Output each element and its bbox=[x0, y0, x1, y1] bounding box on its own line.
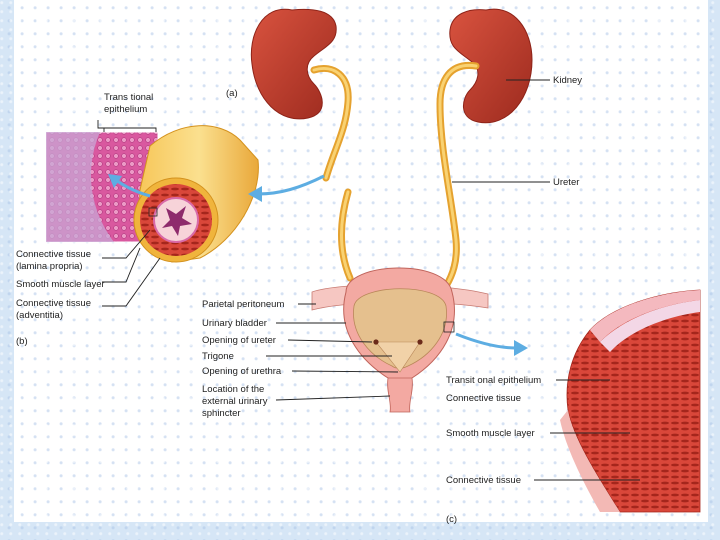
label-trigone: Trigone bbox=[202, 351, 234, 362]
label-lamina-propria-1: Connective tissue bbox=[16, 249, 91, 260]
label-smooth-muscle-b: Smooth muscle layer bbox=[16, 279, 105, 290]
label-sphincter-2: external urinary bbox=[202, 396, 268, 407]
label-sphincter-1: Location of the bbox=[202, 384, 264, 395]
urethra bbox=[388, 378, 413, 412]
label-transitional-epithelium-2: epithelium bbox=[104, 104, 147, 115]
label-parietal-peritoneum: Parietal peritoneum bbox=[202, 299, 284, 310]
label-ureter: Ureter bbox=[553, 177, 579, 188]
magnify-arrow-bladder bbox=[456, 334, 528, 356]
panel-c-label: (c) bbox=[446, 514, 457, 525]
label-transitional-epithelium-c: Transit onal epithelium bbox=[446, 375, 541, 386]
label-kidney: Kidney bbox=[553, 75, 582, 86]
ureter-opening-left bbox=[373, 339, 378, 344]
label-sphincter-3: sphincter bbox=[202, 408, 241, 419]
label-lamina-propria-2: (lamina propria) bbox=[16, 261, 83, 272]
magnify-arrow-ureter bbox=[248, 176, 324, 202]
label-opening-of-ureter: Opening of ureter bbox=[202, 335, 276, 346]
left-kidney bbox=[251, 9, 336, 119]
urinary-bladder bbox=[312, 268, 488, 412]
label-adventitia-2: (adventitia) bbox=[16, 310, 63, 321]
label-opening-of-urethra: Opening of urethra bbox=[202, 366, 282, 377]
label-transitional-epithelium-1: Trans tional bbox=[104, 92, 153, 103]
panel-b-label: (b) bbox=[16, 336, 28, 347]
label-connective-tissue-c1: Connective tissue bbox=[446, 393, 521, 404]
panel-a-label: (a) bbox=[226, 88, 238, 99]
label-urinary-bladder: Urinary bladder bbox=[202, 318, 267, 329]
ureter-opening-right bbox=[417, 339, 422, 344]
label-adventitia-1: Connective tissue bbox=[16, 298, 91, 309]
ureter-cross-section bbox=[46, 126, 258, 262]
label-connective-tissue-c2: Connective tissue bbox=[446, 475, 521, 486]
label-smooth-muscle-c: Smooth muscle layer bbox=[446, 428, 535, 439]
